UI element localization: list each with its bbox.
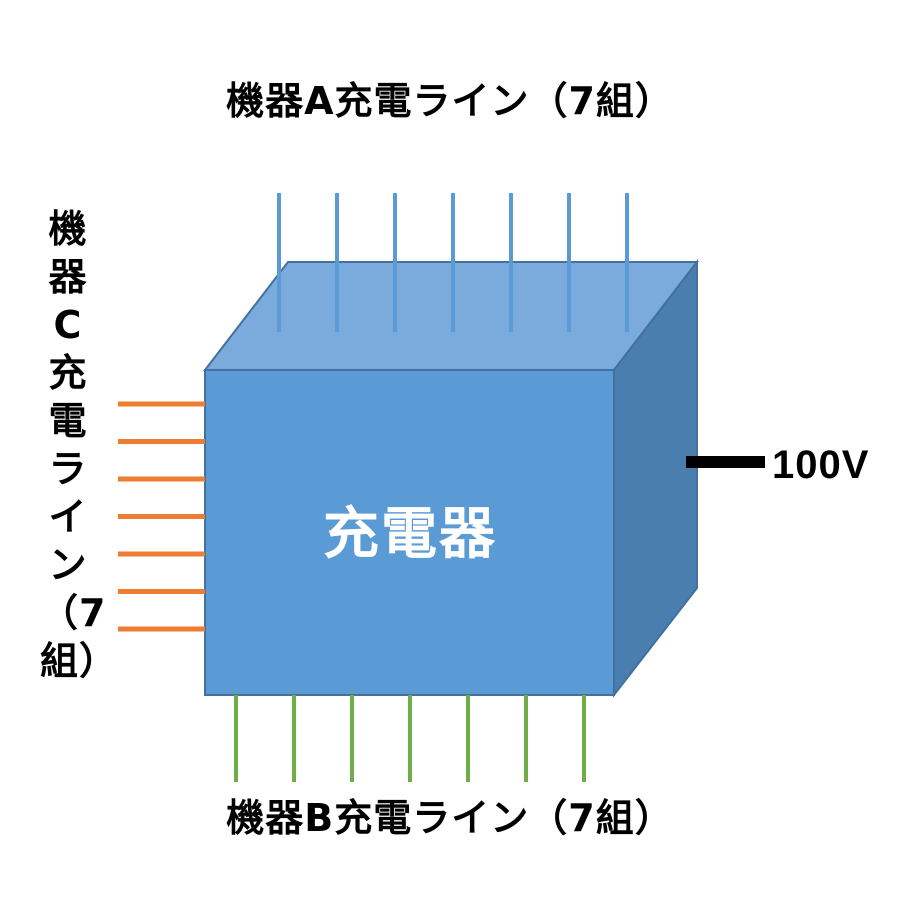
charger-label: 充電器	[323, 502, 497, 567]
device-a-charging-line-label: 機器A充電ライン（7組）	[226, 79, 674, 123]
input-voltage-label: 100V	[772, 443, 870, 487]
device-c-charging-lines	[118, 401, 205, 632]
device-a-charging-lines	[277, 193, 629, 332]
device-c-charging-line-label: 機器C充電ライン（7組）	[40, 207, 119, 683]
device-b-charging-lines	[234, 695, 586, 782]
charger-cube-front-face	[204, 369, 615, 696]
device-b-charging-line-label: 機器B充電ライン（7組）	[226, 796, 674, 840]
